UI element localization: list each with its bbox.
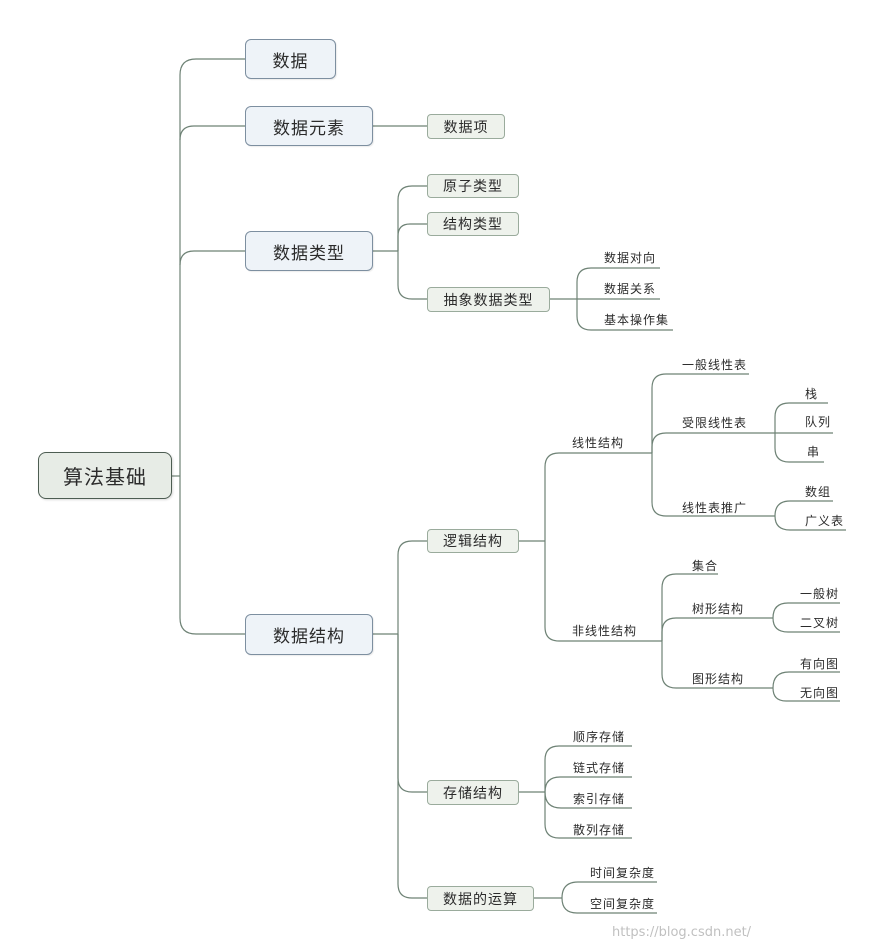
leaf-nonlinear-structure: 非线性结构	[572, 624, 638, 638]
edge-sequential-storage	[544, 745, 632, 792]
edge-stack	[774, 402, 828, 433]
edge-root-data-element	[179, 125, 245, 141]
leaf-general-linear-list: 一般线性表	[682, 358, 748, 372]
leaf-indexed-storage: 索引存储	[573, 792, 626, 806]
edge-time-complexity	[561, 881, 657, 899]
leaf-queue: 队列	[805, 415, 832, 429]
node-data-type: 数据类型	[245, 231, 373, 271]
leaf-time-complexity: 时间复杂度	[590, 866, 656, 880]
edge-linked-storage	[544, 776, 632, 793]
leaf-data-relation: 数据关系	[604, 282, 657, 296]
leaf-directed-graph: 有向图	[800, 657, 840, 671]
leaf-linear-list-extension: 线性表推广	[682, 501, 748, 515]
leaf-string: 串	[807, 445, 821, 459]
root-node: 算法基础	[38, 452, 172, 499]
edge-graph-structure	[661, 641, 773, 689]
edge-abstract-data-type	[397, 251, 427, 300]
node-atomic-type: 原子类型	[427, 174, 519, 198]
node-data-element: 数据元素	[245, 106, 373, 146]
node-data: 数据	[245, 39, 336, 79]
edge-general-linear-list	[651, 373, 749, 453]
edge-basic-operations	[576, 299, 673, 331]
leaf-data-object: 数据对向	[604, 251, 657, 265]
edge-string	[774, 433, 824, 463]
edge-generalized-list	[774, 515, 846, 531]
node-data-item: 数据项	[427, 114, 505, 139]
leaf-stack: 栈	[805, 387, 819, 401]
edge-root-data-type	[179, 250, 245, 266]
node-logical-structure: 逻辑结构	[427, 529, 519, 553]
edge-hashed-storage	[544, 792, 632, 839]
edge-storage-structure	[397, 634, 427, 793]
leaf-binary-tree: 二叉树	[800, 616, 840, 630]
leaf-undirected-graph: 无向图	[800, 686, 840, 700]
leaf-space-complexity: 空间复杂度	[590, 897, 656, 911]
edge-binary-tree	[772, 617, 840, 633]
leaf-restricted-linear-list: 受限线性表	[682, 416, 748, 430]
edge-structured-type	[397, 223, 427, 251]
node-abstract-data-type: 抽象数据类型	[427, 287, 550, 312]
edge-tree-structure	[661, 617, 773, 641]
leaf-hashed-storage: 散列存储	[573, 823, 626, 837]
edge-general-tree	[772, 602, 840, 619]
edge-nonlinear-structure	[544, 541, 662, 642]
node-data-structure: 数据结构	[245, 614, 373, 655]
edge-linear-structure	[544, 452, 652, 541]
leaf-linear-structure: 线性结构	[572, 436, 625, 450]
edge-linear-list-extension	[651, 453, 775, 517]
edge-root-data-structure	[179, 476, 245, 635]
edge-root-data	[179, 58, 245, 476]
edge-data-operations	[397, 634, 427, 899]
edge-atomic-type	[397, 185, 427, 251]
edge-set	[661, 573, 718, 641]
leaf-tree-structure: 树形结构	[692, 602, 745, 616]
watermark: https://blog.csdn.net/	[612, 925, 752, 940]
leaf-sequential-storage: 顺序存储	[573, 730, 626, 744]
leaf-graph-structure: 图形结构	[692, 672, 745, 686]
leaf-general-tree: 一般树	[800, 587, 840, 601]
edge-undirected-graph	[772, 687, 840, 702]
node-storage-structure: 存储结构	[427, 780, 519, 805]
leaf-array: 数组	[805, 485, 832, 499]
edge-logical-structure	[397, 540, 427, 634]
leaf-set: 集合	[692, 559, 719, 573]
edge-space-complexity	[561, 897, 657, 914]
node-structured-type: 结构类型	[427, 212, 519, 236]
node-data-operations: 数据的运算	[427, 886, 534, 911]
edge-array	[774, 500, 833, 517]
leaf-generalized-list: 广义表	[805, 514, 845, 528]
leaf-basic-operation-set: 基本操作集	[604, 313, 670, 327]
edge-directed-graph	[772, 671, 840, 689]
edge-data-object	[576, 267, 660, 299]
edge-restricted-linear-list	[651, 432, 775, 453]
leaf-linked-storage: 链式存储	[573, 761, 626, 775]
